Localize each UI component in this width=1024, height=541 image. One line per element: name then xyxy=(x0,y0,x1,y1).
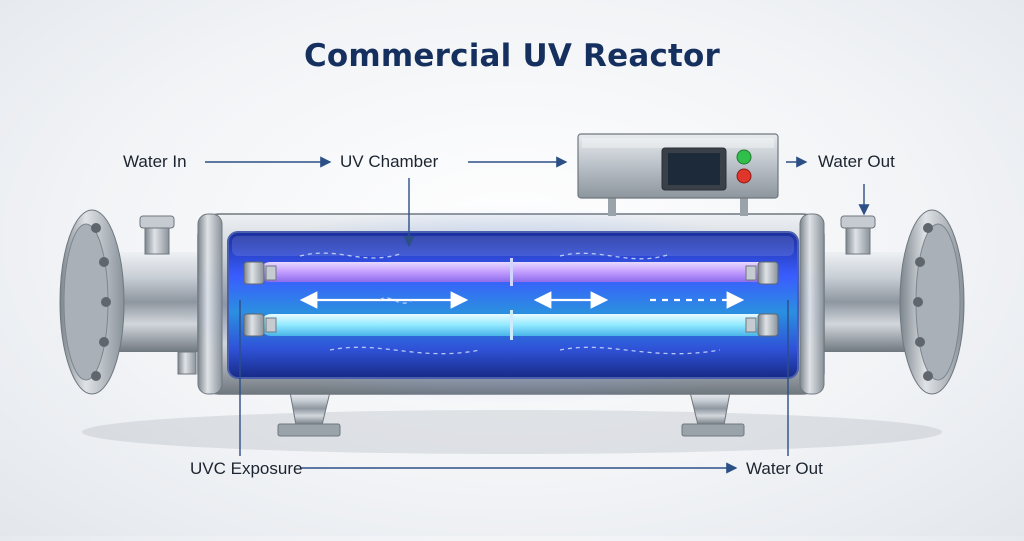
red-indicator-icon xyxy=(736,168,752,184)
label-uvc-exposure: UVC Exposure xyxy=(190,459,303,478)
diagram-title: Commercial UV Reactor xyxy=(303,38,721,74)
water-flow-swirls xyxy=(299,252,721,355)
label-uv-chamber: UV Chamber xyxy=(340,152,439,171)
green-indicator-icon xyxy=(736,149,752,165)
label-water-out-top: Water Out xyxy=(818,152,895,171)
label-water-out-bottom: Water Out xyxy=(746,459,823,478)
floor-shadow xyxy=(82,410,942,454)
control-box xyxy=(577,133,779,216)
callout-lines xyxy=(205,156,870,474)
label-water-in: Water In xyxy=(123,152,187,171)
support-feet xyxy=(277,391,745,437)
outlet-pipe xyxy=(815,209,965,395)
uv-lamps xyxy=(243,258,779,340)
uv-chamber-window xyxy=(180,205,840,405)
